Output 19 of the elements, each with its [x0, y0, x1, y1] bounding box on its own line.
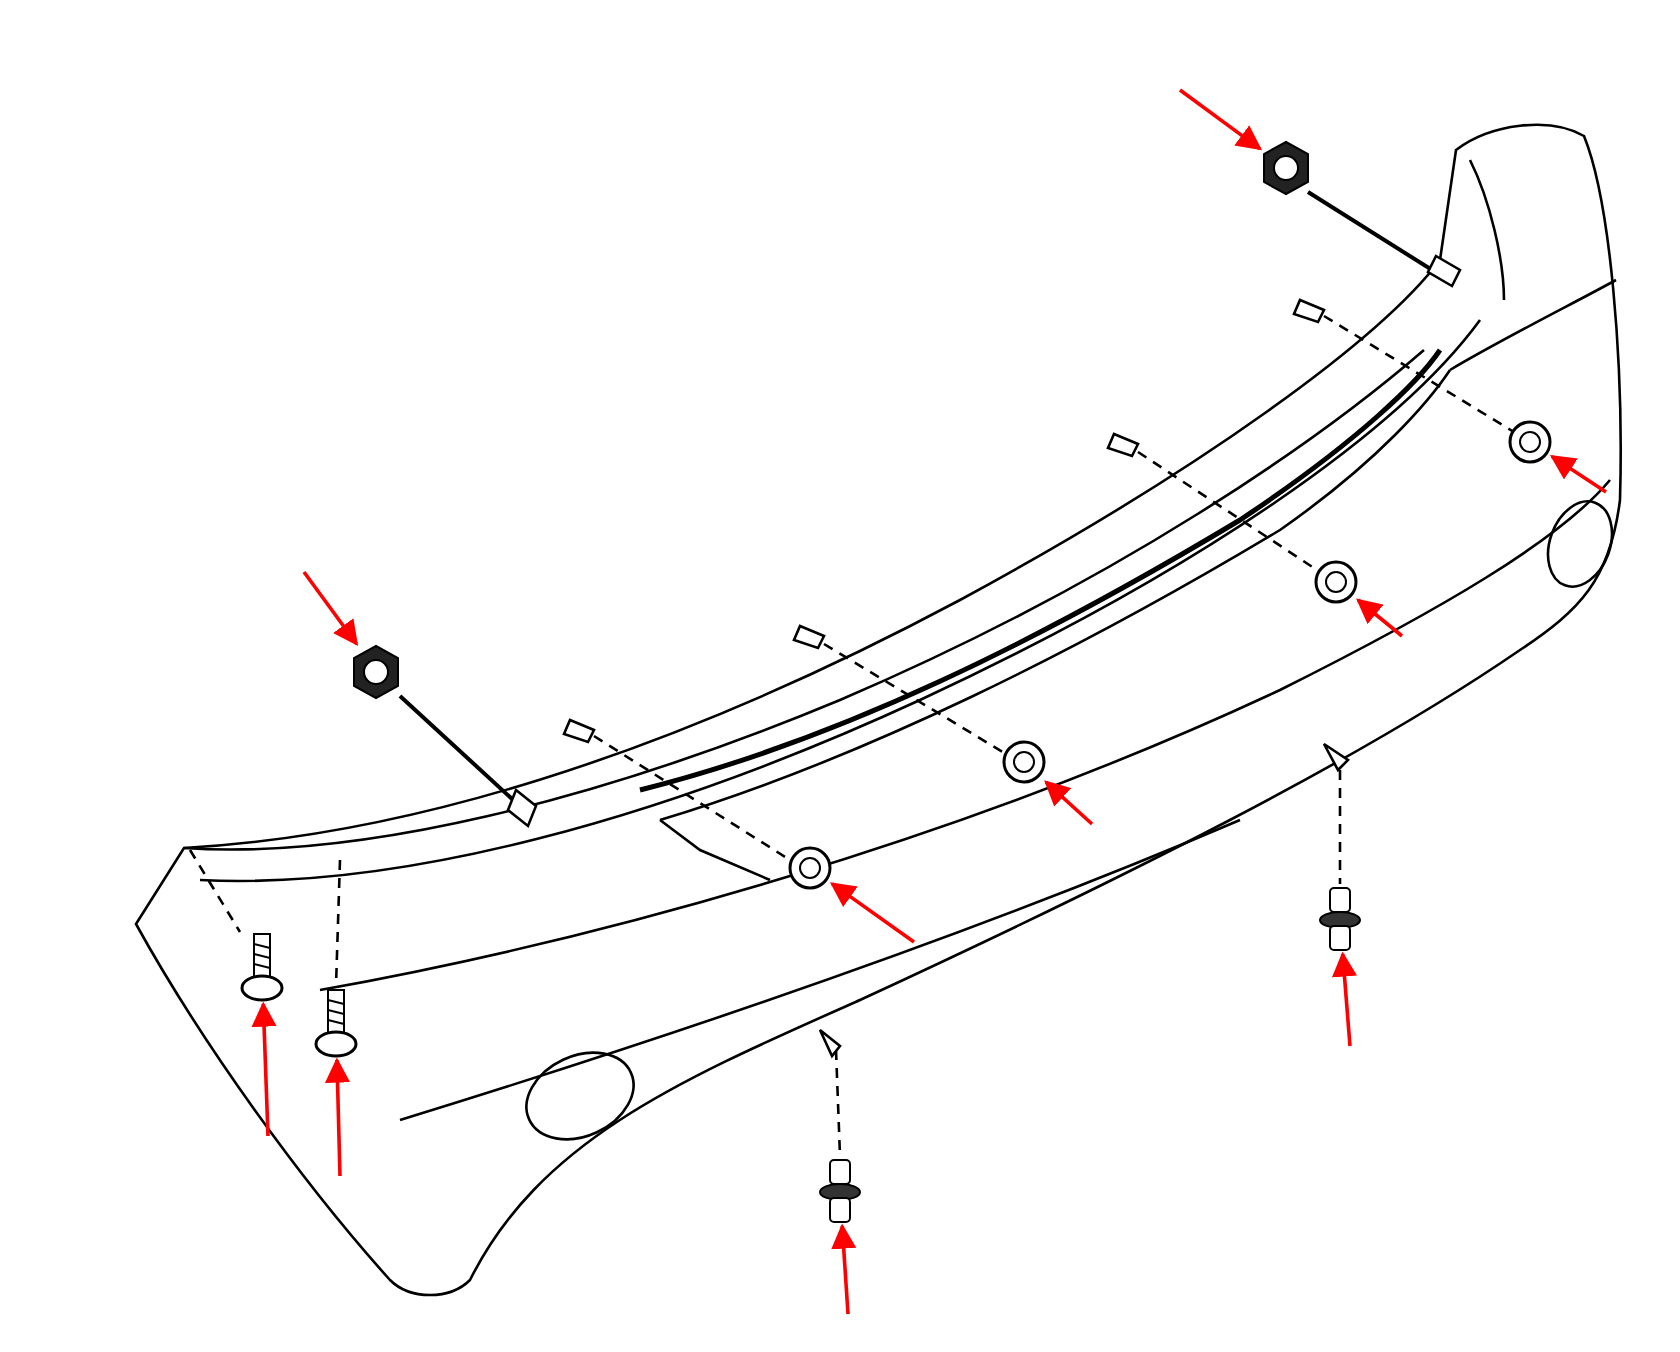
arrow	[302, 570, 359, 647]
arrow	[1044, 780, 1094, 826]
arrow	[324, 1057, 351, 1177]
screw-icon	[788, 846, 832, 890]
arrow	[1331, 951, 1358, 1047]
bolt-icon	[314, 988, 358, 1060]
screw-icon	[1002, 740, 1046, 784]
nut-icon	[1260, 140, 1312, 196]
clip-icon	[818, 1158, 862, 1226]
arrow	[829, 882, 916, 944]
screw-icon	[1508, 420, 1552, 464]
clip-icon	[1318, 886, 1362, 954]
screw-icon	[1314, 560, 1358, 604]
arrow	[1549, 454, 1607, 494]
arrow	[831, 1223, 857, 1315]
arrow	[251, 1001, 277, 1137]
bolt-icon	[240, 932, 284, 1004]
arrow	[1356, 598, 1404, 638]
arrow	[1178, 88, 1263, 151]
